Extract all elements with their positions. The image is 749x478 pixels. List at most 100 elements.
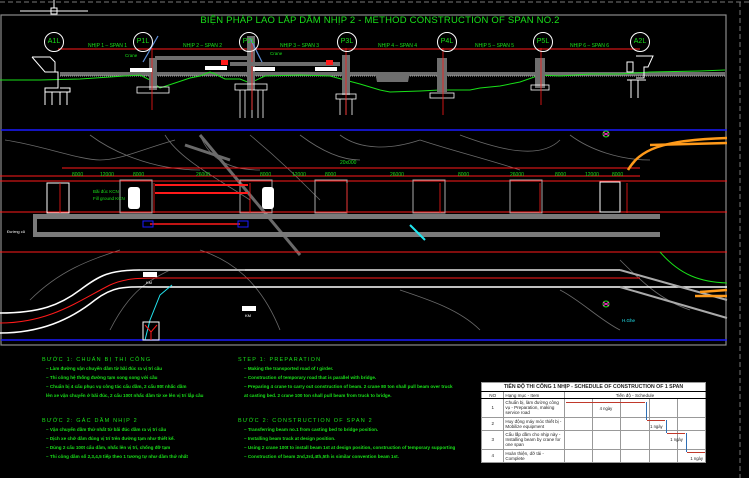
crane-outrigger: [142, 220, 154, 228]
crane-icon: [142, 35, 159, 63]
temporary-road-bottom: [35, 232, 660, 237]
axis-marker-p2l: P2L: [239, 32, 259, 52]
schedule-caption: TIẾN ĐỘ THI CÔNG 1 NHỊP - SCHEDULE OF CO…: [481, 382, 706, 392]
row-no: 1: [480, 398, 505, 418]
step1-heading-vi: BƯỚC 1: CHUẨN BỊ THI CÔNG: [42, 357, 152, 363]
row-no: 3: [480, 429, 505, 450]
dim-label: 8000: [555, 172, 567, 178]
road-edge: [0, 286, 727, 334]
beam-truck: [315, 67, 337, 71]
road-sign-icon: [142, 272, 256, 341]
km-marker-label: KM: [245, 313, 251, 318]
span-label: NHỊP 6 – SPAN 6: [570, 43, 609, 49]
note-line: – Construction of beam 2nd,3rd,4th,5th i…: [244, 454, 399, 459]
row-item: Chuẩn bị, làm đường công vụ - Preparatio…: [503, 398, 565, 418]
schedule-row: 3 Cẩu lắp dầm cho nhịp này - Installing …: [480, 429, 707, 450]
note-line: at casting bed. 2 crane 100 ton shall pu…: [244, 393, 392, 398]
survey-point-icon: [602, 130, 610, 308]
dim-label: 26000: [390, 172, 404, 178]
note-line: – Vận chuyển dầm thứ nhất từ bãi đúc dầm…: [46, 427, 167, 432]
step2-heading-en: BƯỚC 2: CONSTRUCTION OF SPAN 2: [238, 418, 373, 424]
note-line: – Làm đường vận chuyển dầm từ bãi đúc ra…: [46, 366, 163, 371]
col-header-item: Hạng mục - Item: [503, 391, 565, 399]
step1-heading-en: STEP 1: PREPARATION: [238, 357, 322, 363]
dim-label: 12000: [100, 172, 114, 178]
note-line: – Construction of temporary road that is…: [244, 375, 377, 380]
abutment-a2: [626, 55, 654, 98]
note-line: – Using 2 crane 100t to install beam 1st…: [244, 445, 456, 450]
schedule-row: 1 Chuẩn bị, làm đường công vụ - Preparat…: [480, 398, 707, 418]
dim-label: 26000: [510, 172, 524, 178]
pier-columns: [59, 183, 628, 213]
span-label: NHỊP 2 – SPAN 2: [183, 43, 222, 49]
dim-label: 8000: [612, 172, 624, 178]
dim-label: 12000: [585, 172, 599, 178]
span-label: NHỊP 1 – SPAN 1: [88, 43, 127, 49]
axis-marker-a2l: A2L: [630, 32, 650, 52]
crane-outrigger: [237, 220, 249, 228]
note-line: lên xe vận chuyển ở bãi đúc, 2 cẩu 100t …: [46, 393, 204, 398]
span-label: NHỊP 3 – SPAN 3: [280, 43, 319, 49]
dim-label: 8000: [133, 172, 145, 178]
dim-label: 8000: [325, 172, 337, 178]
dim-label: 12000: [292, 172, 306, 178]
launching-girder-1: [155, 56, 250, 60]
access-road-orange: [626, 136, 728, 171]
note-line: – Dịch xe chở dầm đúng vị trí trên đường…: [46, 436, 175, 441]
note-line: – Preparing 4 crane to carry out constru…: [244, 384, 453, 389]
note-line: – Installing beam track at design positi…: [244, 436, 336, 441]
drawing-frame: [0, 14, 727, 346]
existing-bridge: [375, 72, 410, 82]
pier-p5: [530, 58, 550, 91]
truck-cab: [221, 60, 228, 65]
schedule-row: 2 Huy động máy móc thiết bị - Mobilize e…: [480, 416, 707, 431]
row-item: Cẩu lắp dầm cho nhịp này - Installing be…: [503, 429, 565, 450]
dim-label: 8000: [458, 172, 470, 178]
axis-marker-a1l: A1L: [44, 32, 64, 52]
stream-label: H.Ghe: [622, 318, 636, 323]
note-line: – Dùng 2 cẩu 100t cẩu dầm, nhấc lên vị t…: [46, 445, 171, 450]
axis-marker-p4l: P4L: [437, 32, 457, 52]
col-header-schedule: Tiến độ - Schedule: [563, 391, 707, 399]
row-no: 4: [480, 448, 505, 464]
beam-truck: [205, 66, 227, 70]
dim-label: 26000: [196, 172, 210, 178]
pier-p4: [429, 58, 455, 99]
step2-heading-vi: BƯỚC 2: GÁC DẦM NHỊP 2: [42, 418, 138, 424]
stockpile-label: Fill ground KCN: [93, 196, 125, 201]
row-item: Huy động máy móc thiết bị - Mobilize equ…: [503, 416, 565, 431]
truck-cab: [326, 60, 333, 65]
row-item: Hoàn thiện, dỡ tải - Complete: [503, 448, 565, 464]
road-label: Đường cũ: [7, 229, 25, 234]
terrain-contours: [4, 134, 691, 331]
schedule-table: TIẾN ĐỘ THI CÔNG 1 NHỊP - SCHEDULE OF CO…: [480, 381, 707, 464]
axis-marker-p5l: P5L: [533, 32, 553, 52]
stockpile-label: Bãi đúc KCN: [93, 189, 119, 194]
dim-label: 8000: [72, 172, 84, 178]
cad-cursor-icon: [20, 0, 88, 15]
beam-truck: [253, 67, 275, 71]
note-line: – Thi công dầm số 2,3,4,5 tiếp theo 1 tư…: [46, 454, 188, 459]
note-line: – Transferring beam no.1 from casting be…: [244, 427, 379, 432]
abutment-a1: [31, 56, 71, 105]
km-marker-label: KM: [146, 280, 152, 285]
road-edge: [0, 269, 340, 314]
crane-label: Crane: [270, 51, 283, 56]
temporary-road-top: [35, 214, 660, 219]
overall-dimension: 20x000: [340, 160, 357, 166]
pier-p1: [136, 58, 170, 94]
col-header-no: NO: [480, 391, 505, 399]
axis-marker-p1l: P1L: [133, 32, 153, 52]
launching-girder-2: [230, 62, 340, 66]
span-label: NHỊP 5 – SPAN 5: [475, 43, 514, 49]
dim-label: 8000: [260, 172, 272, 178]
crane-plan-icon: [128, 187, 274, 209]
stream-line: [144, 284, 173, 341]
note-line: – Making the transported road of I girde…: [244, 366, 334, 371]
axis-marker-p3l: P3L: [337, 32, 357, 52]
drawing-title: BIỆN PHÁP LAO LẮP DẦM NHỊP 2 - METHOD CO…: [200, 15, 560, 26]
span-label: NHỊP 4 – SPAN 4: [378, 43, 417, 49]
stream-marker: [409, 224, 426, 241]
crane-label: Crane: [125, 53, 138, 58]
